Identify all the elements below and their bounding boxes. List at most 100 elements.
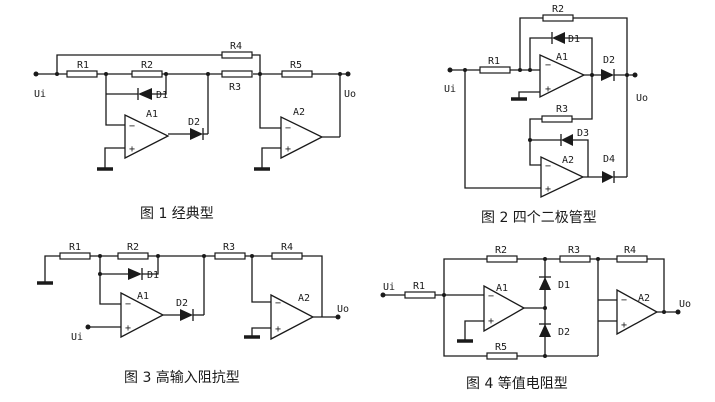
fig2-r2-label: R2 [552,4,564,15]
fig2-a1-plus: + [545,84,551,95]
fig4-nodes [380,257,681,358]
fig4-r4-label: R4 [624,245,636,256]
fig2-a2-minus: − [545,161,551,172]
fig4-r4-resistor [616,255,648,263]
fig1-a2-label: A2 [293,107,305,118]
fig4-ui-label: Ui [383,282,395,293]
fig1-wires [36,54,348,168]
fig2-a2-plus: + [545,184,551,195]
fig2-output-terminal [632,72,638,78]
fig4-a2-plus: + [621,320,627,331]
fig2-uo-label: Uo [636,93,648,104]
fig3-d2-diode [180,309,194,321]
fig1-a1-plus: + [129,144,135,155]
fig3-output-terminal [335,314,341,320]
fig2-input-terminal [447,67,453,73]
fig2-opamps [539,53,586,199]
fig1-r1-label: R1 [77,60,89,71]
fig4-r3-label: R3 [568,245,580,256]
fig3-a1-label: A1 [137,291,149,302]
fig4-r1-label: R1 [413,281,425,292]
fig3-d1-diode [128,268,143,280]
fig2-d1-diode [551,32,565,44]
fig1-labels: R1 R2 R4 R3 R5 D1 D2 A1 A2 Ui Uo − + − + [34,41,356,155]
fig4-d1-diode [539,276,551,290]
fig3-a2-plus: + [275,324,281,335]
fig2-a1-opamp [539,53,586,99]
fig3-r2-label: R2 [127,242,139,253]
fig4-a1-label: A1 [496,283,508,294]
fig1-d1-label: D1 [156,90,168,101]
fig4-r2-label: R2 [495,245,507,256]
fig1-r3-label: R3 [229,82,241,93]
fig4-d2-label: D2 [558,327,570,338]
fig1-r4-label: R4 [230,41,242,52]
fig1-r1-resistor [66,70,98,78]
fig2-r2-resistor [542,14,574,22]
fig1-opamps [124,113,324,160]
fig4-input-terminal [380,292,386,298]
fig4-r3-resistor [559,255,591,263]
fig3-ui-label: Ui [71,332,83,343]
fig2-a1-label: A1 [556,52,568,63]
fig2-d1-label: D1 [568,34,580,45]
fig1-r2-label: R2 [141,60,153,71]
fig2-d4-label: D4 [603,154,615,165]
fig3-a2-label: A2 [298,293,310,304]
fig2-r3-label: R3 [556,104,568,115]
fig1-r5-resistor [281,70,313,78]
fig2-nodes [447,67,638,142]
fig2-r1-resistor [479,66,511,74]
fig3-r3-label: R3 [223,242,235,253]
fig1-a2-plus: + [285,144,291,155]
fig4-diodes [539,276,551,337]
fig3-r1-label: R1 [69,242,81,253]
fig1-ui-label: Ui [34,89,46,100]
fig1-nodes [33,71,351,77]
fig4-wires [383,258,678,357]
fig1-d1-diode [137,88,152,100]
figure-4-equal-resistance: Ui R1 R2 R3 R4 R5 D1 D2 A1 A2 Uo − + − +… [380,245,691,392]
fig3-nodes [85,254,341,330]
fig2-r3-resistor [541,115,573,123]
fig1-r4-resistor [221,51,253,59]
fig2-caption: 图 2 四个二极管型 [481,210,597,226]
fig2-diodes [551,32,615,183]
fig3-r4-resistor [271,252,303,260]
fig3-labels: R1 R2 R3 R4 D1 D2 A1 A2 Ui Uo − + − + [69,242,349,343]
fig2-a1-minus: − [545,60,551,71]
fig4-labels: Ui R1 R2 R3 R4 R5 D1 D2 A1 A2 Uo − + − + [383,245,691,353]
figure-1-classic: R1 R2 R4 R3 R5 D1 D2 A1 A2 Ui Uo − + − +… [33,41,356,222]
fig2-d2-label: D2 [603,55,615,66]
fig1-output-terminal [345,71,351,77]
fig3-diodes [128,268,194,321]
fig1-a1-label: A1 [146,109,158,120]
fig1-d2-diode [190,128,204,140]
fig3-uo-label: Uo [337,304,349,315]
fig3-input-terminal [85,324,91,330]
fig4-resistors [404,255,648,360]
fig4-a2-opamp [616,288,659,336]
fig4-a2-minus: − [621,295,627,306]
fig2-d4-diode [602,171,615,183]
fig3-a1-opamp [120,291,165,339]
fig1-resistors [66,51,313,78]
fig3-caption: 图 3 高输入阻抗型 [124,369,240,386]
fig2-d3-label: D3 [577,128,589,139]
fig1-a2-opamp [280,115,324,160]
fig3-grounds [37,281,260,339]
fig1-caption: 图 1 经典型 [140,206,214,222]
fig2-r1-label: R1 [488,56,500,67]
fig3-d2-label: D2 [176,298,188,309]
fig1-input-terminal [33,71,39,77]
fig1-r5-label: R5 [290,60,302,71]
figure-3-high-input-impedance: R1 R2 R3 R4 D1 D2 A1 A2 Ui Uo − + − + 图 … [37,242,349,386]
fig4-r2-resistor [486,255,518,263]
fig4-caption: 图 4 等值电阻型 [466,375,568,392]
fig4-d1-label: D1 [558,280,570,291]
fig1-d2-label: D2 [188,117,200,128]
fig4-a1-minus: − [488,291,494,302]
fig2-ui-label: Ui [444,84,456,95]
fig3-d1-label: D1 [147,270,159,281]
